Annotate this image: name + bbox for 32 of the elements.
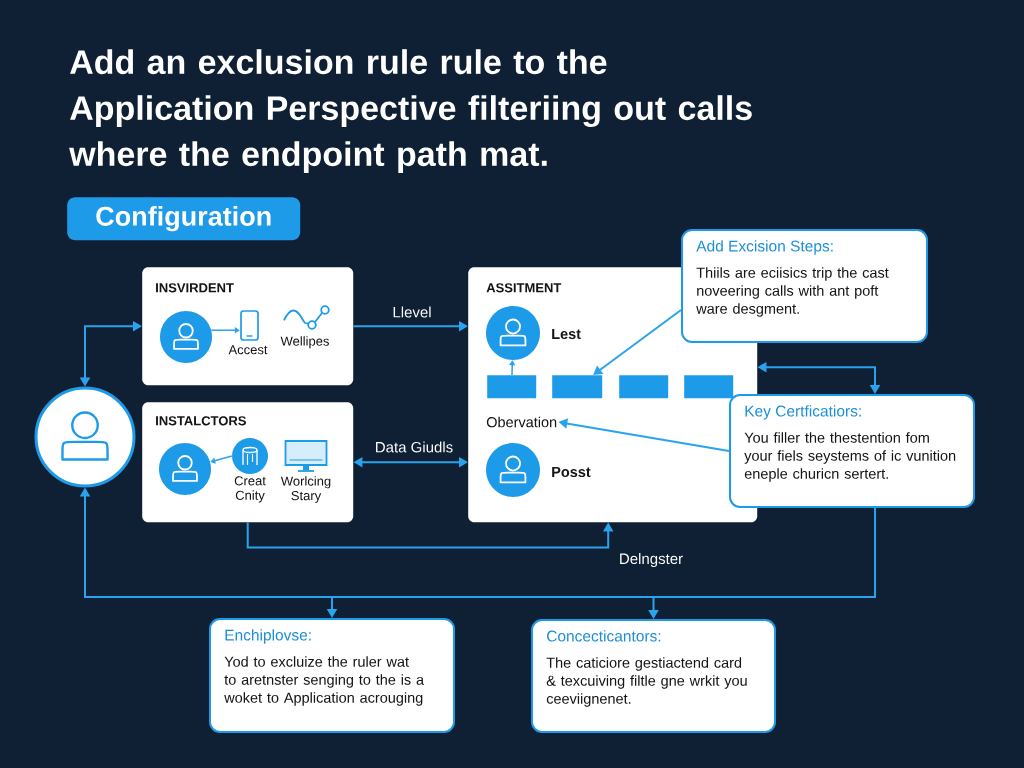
section-label: Obervation: [486, 416, 557, 428]
avatar-icon: [486, 443, 540, 497]
line-graph-icon: [283, 305, 330, 330]
arrow: [210, 455, 233, 464]
arrow: [593, 309, 682, 375]
icon-caption: Worlcing Stary: [280, 476, 331, 503]
phone-icon: [240, 310, 259, 341]
avatar-label: Posst: [552, 466, 591, 478]
note-card: Enchiplovse: Yod to excluize the ruler wat to aretnster senging to the is a woket to Application acrouging: [209, 618, 455, 733]
bar: [552, 375, 603, 399]
icon-caption: Wellipes: [280, 336, 329, 349]
node-label: ASSITMENT: [486, 283, 562, 293]
avatar-icon: [160, 311, 212, 363]
bar: [684, 375, 734, 399]
avatar-icon: [159, 443, 211, 495]
note-card: Key Certficatiors: You filler the thestention fom your fiels seystems of ic vunition eneple churicn sertert.: [729, 394, 975, 508]
bar: [619, 375, 669, 399]
avatar-icon: [486, 306, 540, 360]
avatar-label: Lest: [552, 328, 581, 340]
icon-caption: Creat Cnity: [234, 476, 266, 503]
user-circle: [34, 386, 136, 488]
monitor-icon: [284, 440, 328, 472]
section-tag: Configuration: [67, 197, 301, 241]
database-icon: [232, 438, 268, 474]
icon-caption: Accest: [228, 345, 268, 355]
bar: [487, 375, 537, 399]
title: Add an exclusion rule rule to the Application Perspective filteriing out calls where the endpoint path mat.: [69, 49, 752, 173]
edge-label: Data Giudls: [372, 439, 456, 455]
note-card: Add Excision Steps: Thiils are eciisics trip the cast noveering calls with ant poft ware desgment.: [681, 229, 928, 343]
note-card: Concecticantors: The caticiore gestiactend card & texcuiving filtle gne wrkit you ceeviignenet.: [531, 619, 776, 733]
edge-label: Llevel: [390, 304, 434, 320]
flow-label: Delngster: [620, 553, 683, 567]
